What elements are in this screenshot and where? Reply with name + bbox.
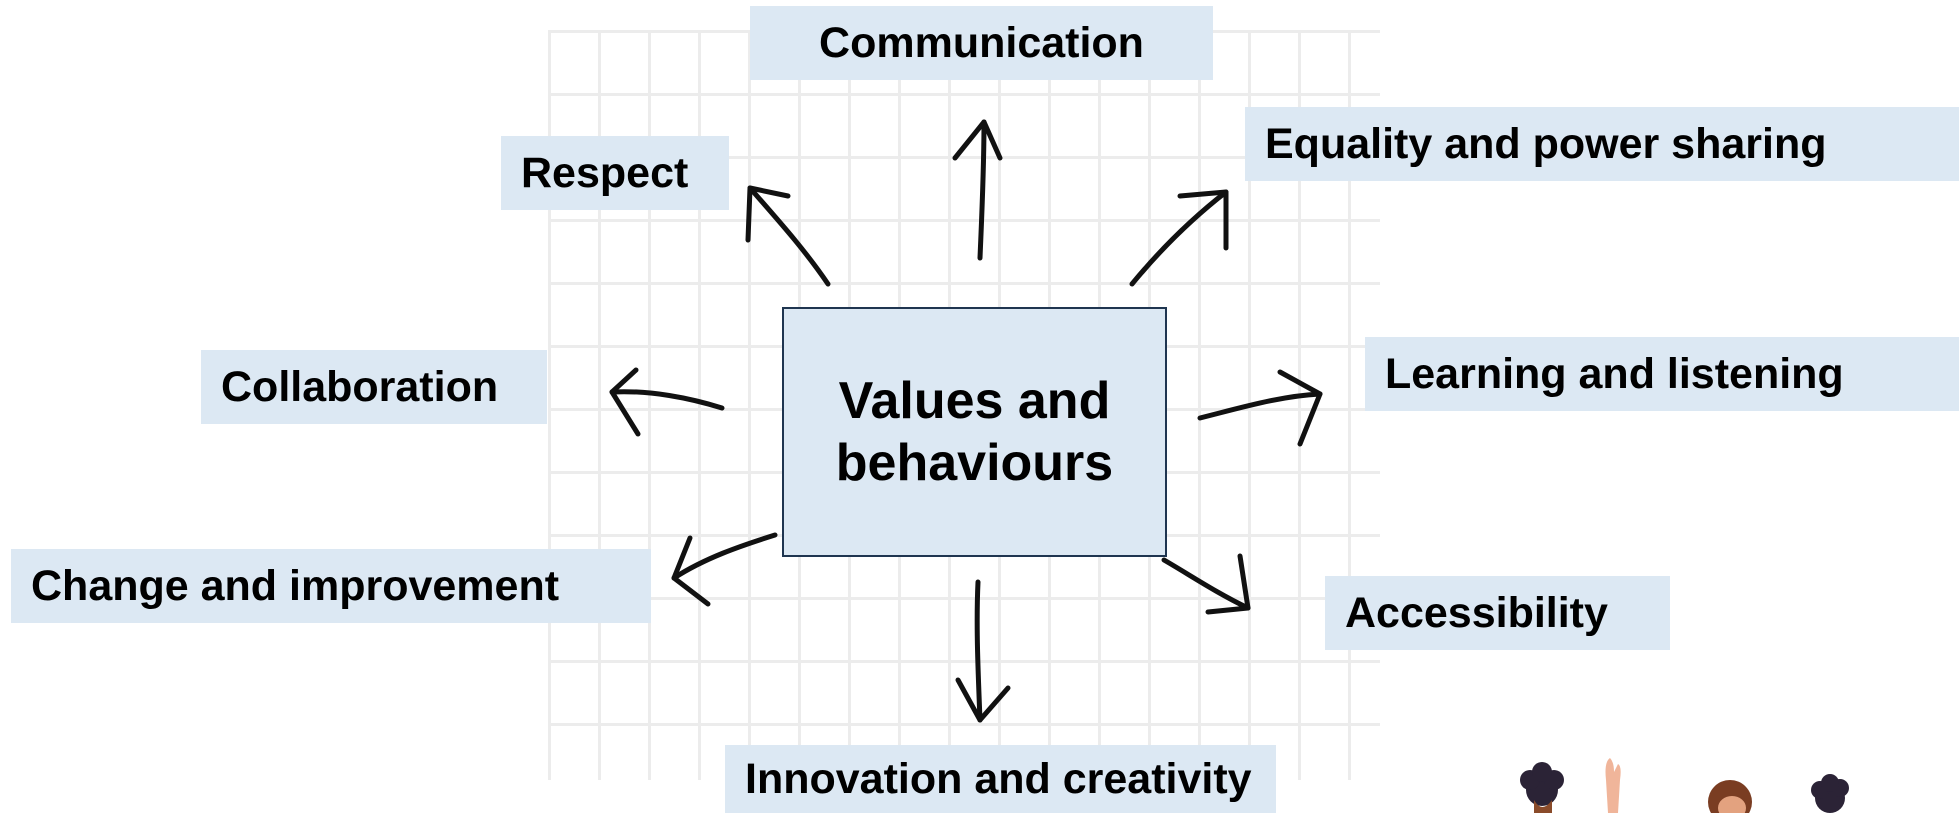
arrow-to-innovation <box>955 579 1011 723</box>
value-box-accessibility: Accessibility <box>1325 576 1670 650</box>
value-label: Accessibility <box>1345 588 1608 637</box>
arrow-to-equality <box>1129 189 1229 287</box>
value-box-innovation: Innovation and creativity <box>725 745 1276 813</box>
value-label: Equality and power sharing <box>1265 119 1827 168</box>
arrow-to-respect <box>745 185 831 287</box>
arrow-to-communication <box>952 119 1003 261</box>
center-title-line-1: Values and <box>838 371 1111 430</box>
arrow-to-change <box>671 532 778 607</box>
people-illustration <box>1520 758 1849 813</box>
center-box: Values and behaviours <box>782 307 1167 557</box>
value-label: Communication <box>819 18 1144 67</box>
arrow-to-learning <box>1197 369 1323 447</box>
value-label: Innovation and creativity <box>745 754 1252 803</box>
arrow-to-collaboration <box>609 367 725 437</box>
value-box-learning: Learning and listening <box>1365 337 1959 411</box>
value-label: Learning and listening <box>1385 349 1844 398</box>
value-box-respect: Respect <box>501 136 729 210</box>
value-box-communication: Communication <box>750 6 1213 80</box>
person-middle-hair <box>1708 780 1752 813</box>
value-box-change: Change and improvement <box>11 549 651 623</box>
person-left-hair <box>1520 762 1564 813</box>
person-right-hair <box>1811 774 1849 813</box>
arrow-to-accessibility <box>1161 553 1251 615</box>
value-box-equality: Equality and power sharing <box>1245 107 1959 181</box>
value-label: Respect <box>521 148 689 197</box>
value-box-collaboration: Collaboration <box>201 350 547 424</box>
value-label: Collaboration <box>221 362 499 411</box>
center-title-line-2: behaviours <box>835 434 1114 492</box>
value-label: Change and improvement <box>31 561 560 610</box>
raised-hand <box>1605 758 1621 813</box>
